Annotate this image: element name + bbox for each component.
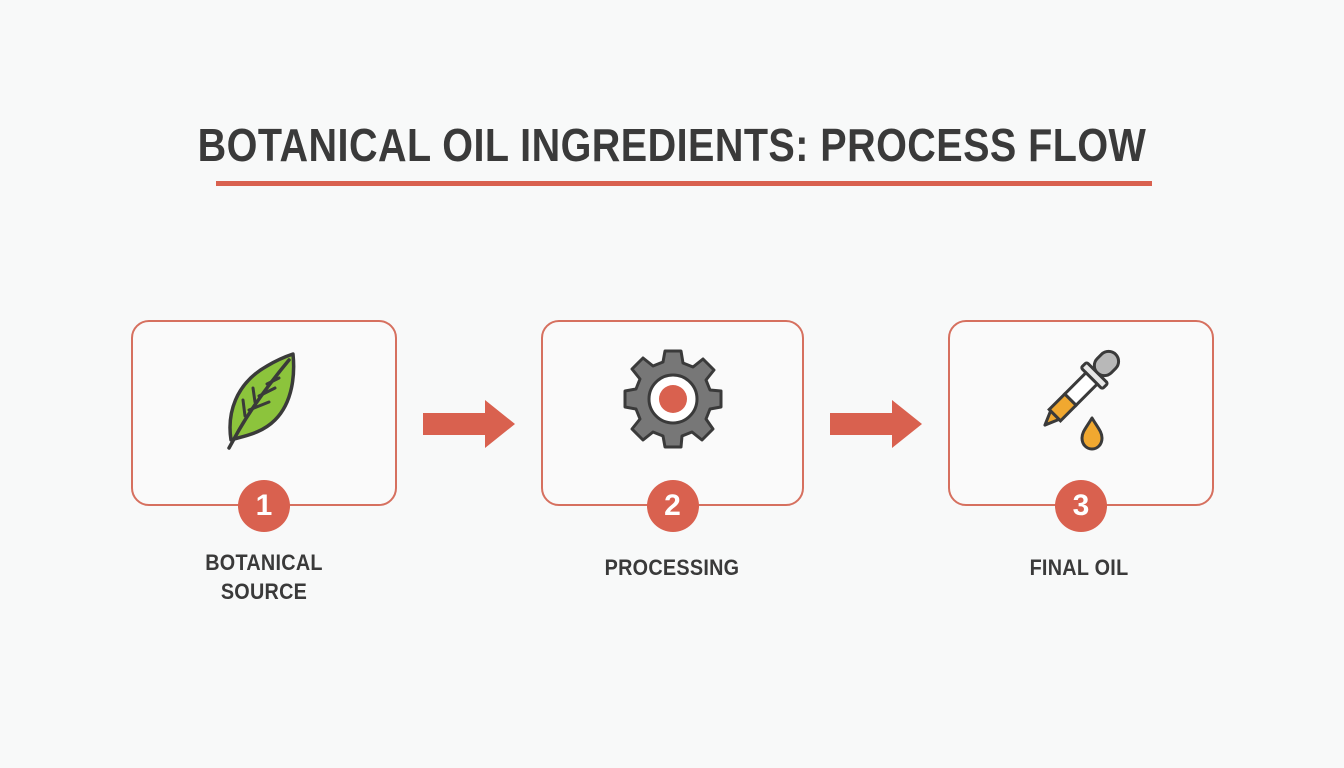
title-underline — [216, 181, 1152, 186]
step-label-line: FINAL OIL — [1029, 555, 1129, 580]
step-card-botanical-source: 1 — [131, 320, 397, 532]
gear-icon — [623, 349, 722, 449]
flow-arrow-icon — [830, 400, 922, 448]
step-label-final-oil: FINAL OIL — [962, 553, 1196, 582]
step-label-line: PROCESSING — [604, 555, 740, 580]
step-number-badge: 2 — [646, 480, 699, 532]
step-label-botanical-source: BOTANICAL SOURCE — [147, 548, 381, 606]
step-label-line: SOURCE — [220, 579, 308, 604]
leaf-icon — [227, 352, 296, 450]
dropper-icon — [1043, 349, 1121, 451]
step-card-processing: 2 — [541, 320, 804, 532]
flow-arrow-icon — [423, 400, 515, 448]
step-label-processing: PROCESSING — [555, 553, 789, 582]
diagram-title: BOTANICAL OIL INGREDIENTS: PROCESS FLOW — [197, 119, 1147, 171]
step-number-badge: 1 — [238, 480, 290, 532]
step-label-line: BOTANICAL — [205, 550, 323, 575]
step-number-badge: 3 — [1055, 480, 1107, 532]
step-card-final-oil: 3 — [948, 320, 1214, 532]
